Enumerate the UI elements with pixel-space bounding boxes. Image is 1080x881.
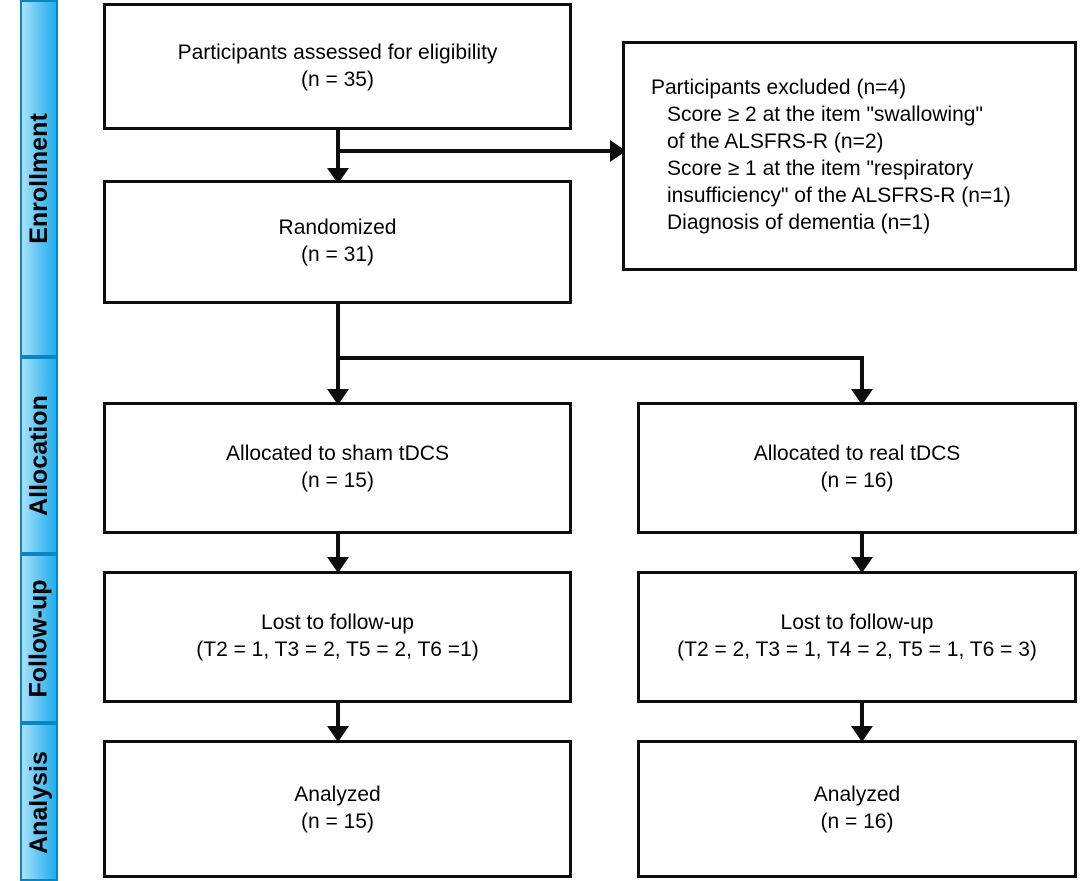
connector-real-alloc-to-lost (860, 533, 864, 567)
arrowhead-lost-real (851, 557, 873, 573)
box-excluded-line-4: Score ≥ 1 at the item "respiratory (667, 157, 974, 180)
box-excluded-line-1: Participants excluded (n=4) (651, 76, 907, 100)
box-alloc-sham-line-1: Allocated to sham tDCS (226, 442, 449, 466)
box-analyzed-real: Analyzed (n = 16) (637, 740, 1077, 878)
connector-split-to-sham (336, 356, 340, 402)
box-assessed-for-eligibility: Participants assessed for eligibility (n… (103, 3, 572, 130)
box-excluded-line-5: insufficiency" of the ALSFRS-R (n=1) (667, 183, 1011, 207)
phase-label-followup: Follow-up (24, 579, 53, 698)
box-assessed-line-1: Participants assessed for eligibility (177, 40, 498, 64)
box-lost-real-line-1: Lost to follow-up (780, 611, 934, 635)
box-excluded-line-3: of the ALSFRS-R (n=2) (667, 130, 884, 154)
box-lost-to-followup-real: Lost to follow-up (T2 = 2, T3 = 1, T4 = … (637, 571, 1077, 703)
box-analyzed-sham: Analyzed (n = 15) (103, 740, 572, 878)
box-analyzed-real-line-2: (n = 16) (820, 810, 894, 833)
box-analyzed-sham-line-2: (n = 15) (301, 810, 374, 833)
arrowhead-lost-sham (327, 557, 349, 573)
phase-label-allocation: Allocation (24, 395, 53, 516)
box-randomized-line-1: Randomized (278, 216, 397, 240)
connector-allocation-split (336, 356, 864, 360)
box-lost-sham-line-2: (T2 = 1, T3 = 2, T5 = 2, T6 =1) (196, 638, 479, 661)
box-alloc-sham-line-2: (n = 15) (301, 469, 374, 492)
phase-cell-analysis: Analysis (20, 723, 58, 881)
box-excluded-line-6: Diagnosis of dementia (n=1) (667, 210, 931, 234)
box-assessed-line-2: (n = 35) (301, 67, 374, 91)
box-lost-to-followup-sham: Lost to follow-up (T2 = 1, T3 = 2, T5 = … (103, 571, 572, 703)
arrowhead-analyzed-real (851, 726, 873, 742)
connector-sham-lost-to-analyzed (336, 702, 340, 736)
connector-assessed-to-randomized (336, 129, 340, 180)
box-participants-excluded: Participants excluded (n=4) Score ≥ 2 at… (622, 41, 1077, 271)
phase-cell-followup: Follow-up (20, 554, 58, 723)
box-lost-real-line-2: (T2 = 2, T3 = 1, T4 = 2, T5 = 1, T6 = 3) (677, 638, 1037, 661)
box-randomized-line-2: (n = 31) (301, 243, 374, 266)
box-excluded-line-2: Score ≥ 2 at the item "swallowing" (667, 103, 983, 127)
box-alloc-real-line-1: Allocated to real tDCS (753, 442, 961, 466)
box-randomized: Randomized (n = 31) (103, 180, 572, 304)
box-allocated-sham-tdcs: Allocated to sham tDCS (n = 15) (103, 402, 572, 534)
box-lost-sham-line-1: Lost to follow-up (261, 611, 414, 635)
connector-to-excluded (338, 149, 622, 153)
connector-split-to-real (860, 356, 864, 402)
phase-label-enrollment: Enrollment (24, 113, 53, 244)
box-alloc-real-line-2: (n = 16) (820, 469, 894, 492)
box-allocated-real-tdcs: Allocated to real tDCS (n = 16) (637, 402, 1077, 534)
phase-cell-enrollment: Enrollment (20, 0, 58, 357)
connector-sham-alloc-to-lost (336, 533, 340, 567)
arrowhead-alloc-sham (327, 389, 349, 405)
phase-cell-allocation: Allocation (20, 357, 58, 554)
phase-rail: Enrollment Allocation Follow-up Analysis (20, 0, 58, 881)
arrowhead-analyzed-sham (327, 726, 349, 742)
connector-randomized-down (336, 303, 340, 359)
connector-real-lost-to-analyzed (860, 702, 864, 736)
box-analyzed-real-line-1: Analyzed (813, 783, 901, 807)
phase-label-analysis: Analysis (24, 750, 53, 854)
box-analyzed-sham-line-1: Analyzed (294, 783, 381, 807)
arrowhead-alloc-real (851, 389, 873, 405)
